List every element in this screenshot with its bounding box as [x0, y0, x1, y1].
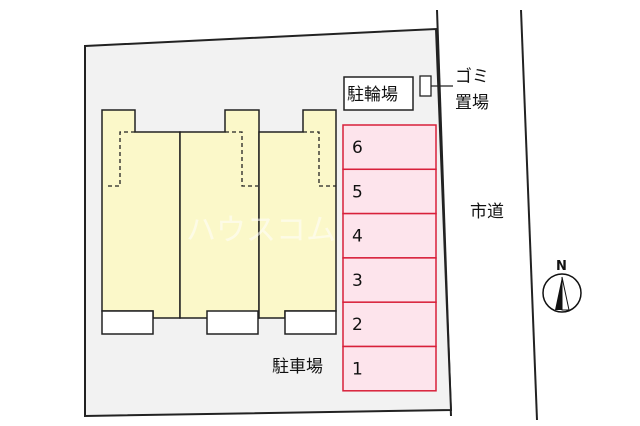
parking-space-number: 5 — [352, 182, 363, 202]
parking-space-number: 1 — [352, 360, 363, 380]
garbage-label-line2: 置場 — [455, 93, 489, 113]
dashed-outlines — [107, 131, 336, 187]
bicycle-parking-box — [343, 76, 414, 111]
parking-space — [342, 301, 437, 348]
entrance-1 — [101, 310, 154, 335]
parking-space-number: 2 — [352, 315, 363, 335]
city-road-label: 市道 — [470, 202, 504, 222]
parking-space — [342, 124, 437, 171]
parking-space-number: 6 — [352, 138, 363, 158]
parking-space — [342, 345, 437, 392]
parking-space — [342, 212, 437, 259]
north-arrow-icon: N — [542, 259, 582, 313]
entrance-2 — [206, 310, 259, 335]
north-label: N — [556, 259, 567, 274]
entrances — [101, 310, 337, 335]
parking-space-number: 3 — [352, 271, 363, 291]
car-parking-label: 駐車場 — [272, 357, 323, 377]
garbage-area-box — [419, 75, 432, 97]
unit-1 — [101, 109, 181, 319]
garbage-label-line1: ゴミ — [455, 66, 489, 87]
bicycle-parking-label: 駐輪場 — [347, 85, 398, 105]
parking-space-number: 4 — [352, 227, 363, 247]
entrance-3 — [284, 310, 337, 335]
road-edge-right — [520, 9, 538, 421]
parking-space — [342, 257, 437, 303]
parking-area: 6 5 4 3 2 1 — [342, 124, 437, 392]
watermark: ハウスコム — [186, 213, 336, 248]
